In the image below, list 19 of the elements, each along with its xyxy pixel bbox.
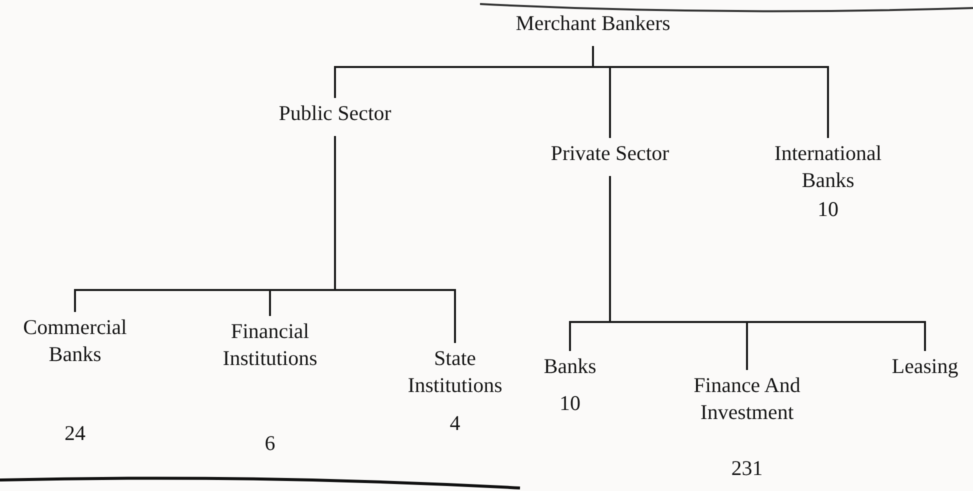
node-label: Merchant Bankers: [493, 10, 693, 37]
node-label: Finance And Investment: [692, 372, 802, 426]
connector-line: [592, 46, 829, 138]
node-label: International Banks: [768, 140, 888, 194]
node-label: Leasing: [880, 353, 970, 380]
node-label: Commercial Banks: [5, 314, 145, 368]
connector-line: [609, 176, 926, 351]
count-label: 6: [264, 430, 276, 456]
node-label: State Institutions: [395, 345, 515, 399]
node-label: Banks: [530, 353, 610, 380]
count-label: 4: [448, 410, 462, 436]
count-label: 10: [558, 390, 582, 416]
node-label: Financial Institutions: [195, 318, 345, 372]
count-label: 24: [64, 420, 86, 446]
count-label: 231: [730, 455, 764, 481]
connector-line: [334, 136, 456, 343]
node-label: Public Sector: [250, 100, 420, 127]
node-label: Private Sector: [530, 140, 690, 167]
count-label: 10: [816, 196, 840, 222]
